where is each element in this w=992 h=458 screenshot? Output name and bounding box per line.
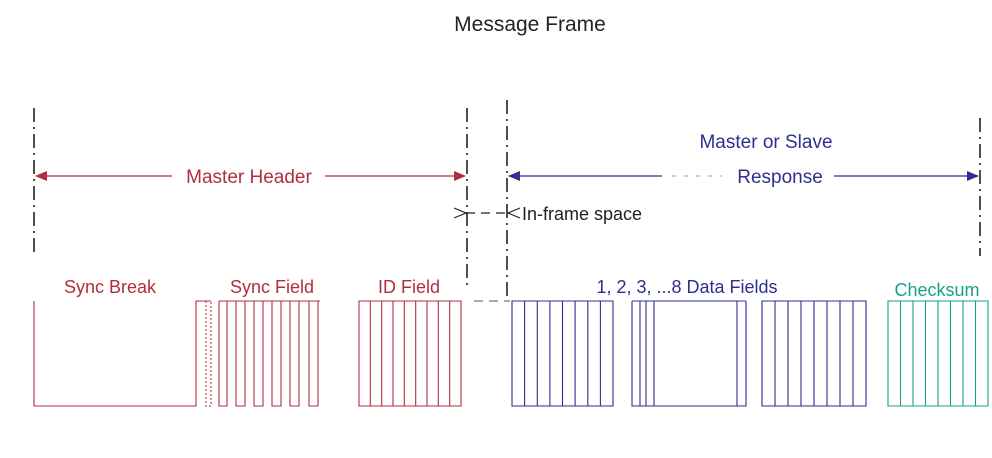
- sync-field-waveform: [218, 300, 320, 407]
- diagram-title: Message Frame: [454, 13, 606, 36]
- response-label-line1: Master or Slave: [699, 132, 832, 153]
- sync-break-waveform: [33, 300, 211, 407]
- master-header-span: Master Header: [35, 167, 466, 188]
- checksum-waveform: [887, 300, 989, 407]
- id-field-waveform: [358, 300, 462, 407]
- signal-waveforms: [33, 300, 989, 407]
- sync-break-label: Sync Break: [64, 277, 157, 297]
- master-header-label: Master Header: [186, 167, 312, 188]
- inframe-arrowhead-right: [506, 207, 521, 219]
- id-field-label: ID Field: [378, 277, 440, 297]
- checksum-label: Checksum: [894, 280, 979, 300]
- inframe-arrowhead-left: [453, 207, 468, 219]
- data-fields-label: 1, 2, 3, ...8 Data Fields: [596, 277, 777, 297]
- sync-break-delimiter: [205, 301, 212, 407]
- inframe-space-indicator: In-frame space: [453, 204, 642, 224]
- data-field-3-waveform: [761, 300, 867, 407]
- data-field-1-waveform: [511, 300, 614, 407]
- sync-field-label: Sync Field: [230, 277, 314, 297]
- response-label-line2: Response: [737, 167, 823, 188]
- boundary-lines: [33, 100, 981, 298]
- inframe-space-label: In-frame space: [522, 204, 642, 224]
- data-field-2-waveform: [631, 300, 747, 407]
- response-span: Master or Slave Response: [508, 132, 979, 188]
